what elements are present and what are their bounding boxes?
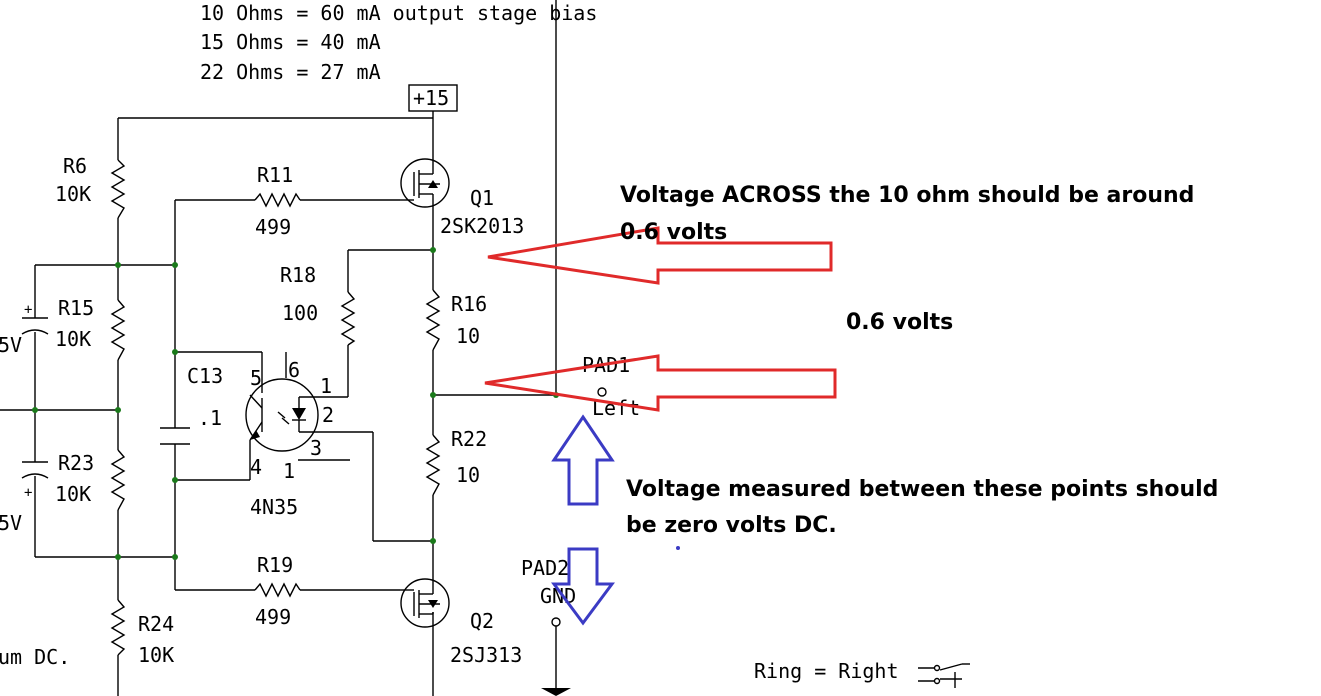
edge-voltage-top: 5V: [0, 333, 22, 357]
mosfet-q2: [400, 578, 450, 628]
c13-ref: C13: [187, 364, 223, 388]
red-arrow-upper: [487, 226, 833, 285]
r18-ref: R18: [280, 263, 316, 287]
svg-text:+: +: [24, 302, 32, 318]
r24-value: 10K: [138, 643, 174, 667]
r23-value: 10K: [55, 482, 91, 506]
u1-pin2: 2: [322, 403, 334, 427]
mosfet-q1: [400, 158, 450, 208]
ring-note: Ring = Right: [754, 659, 899, 683]
r22-value: 10: [456, 463, 480, 487]
u1-part: 4N35: [250, 495, 298, 519]
u1-pin6: 6: [288, 358, 300, 382]
r15-ref: R15: [58, 296, 94, 320]
u1-pin3: 3: [310, 436, 322, 460]
resistor-r19: [254, 582, 301, 598]
u1-pin5: 5: [250, 366, 262, 390]
capacitor-left-top: +: [21, 302, 49, 335]
ground-symbol: [541, 688, 571, 696]
r16-ref: R16: [451, 292, 487, 316]
blue-arrow-up: [551, 414, 615, 506]
r6-ref: R6: [63, 154, 87, 178]
u1-pin4: 4: [250, 455, 262, 479]
optocoupler-u1: [245, 352, 319, 452]
annotation-zero-line1: Voltage measured between these points sh…: [626, 477, 1218, 502]
capacitor-c13: [160, 427, 190, 445]
pad1-terminal: [597, 387, 607, 397]
resistor-r18: [340, 291, 356, 346]
r24-ref: R24: [138, 612, 174, 636]
edge-note-dc: um DC.: [0, 645, 70, 669]
r23-ref: R23: [58, 451, 94, 475]
blue-dot-mark: [676, 546, 680, 550]
r11-value: 499: [255, 215, 291, 239]
q2-ref: Q2: [470, 609, 494, 633]
resistor-r11: [254, 192, 301, 208]
q2-part: 2SJ313: [450, 643, 522, 667]
resistor-r6: [110, 159, 126, 219]
u1-pin1b: 1: [283, 459, 295, 483]
edge-voltage-bottom: 5V: [0, 511, 22, 535]
q1-part: 2SK2013: [440, 214, 524, 238]
r19-value: 499: [255, 605, 291, 629]
r18-value: 100: [282, 301, 318, 325]
r22-ref: R22: [451, 427, 487, 451]
annotation-mid-voltage: 0.6 volts: [846, 310, 953, 335]
wires: [0, 0, 557, 696]
note-line-1: 10 Ohms = 60 mA output stage bias: [200, 1, 597, 25]
r15-value: 10K: [55, 327, 91, 351]
resistor-r23: [110, 449, 126, 511]
r19-ref: R19: [257, 553, 293, 577]
u1-pin1: 1: [320, 374, 332, 398]
resistor-r22: [425, 434, 441, 496]
resistor-r24: [110, 599, 126, 656]
resistor-r15: [110, 299, 126, 361]
note-line-2: 15 Ohms = 40 mA: [200, 30, 381, 54]
pad2-terminal: [551, 617, 561, 627]
r6-value: 10K: [55, 182, 91, 206]
supply-flag: +15: [408, 84, 458, 118]
red-arrow-lower: [484, 354, 837, 412]
svg-text:+: +: [24, 485, 32, 501]
annotation-zero-line2: be zero volts DC.: [626, 513, 837, 538]
junctions: [32, 247, 559, 560]
note-line-3: 22 Ohms = 27 mA: [200, 60, 381, 84]
annotation-across-line2: 0.6 volts: [620, 220, 727, 245]
ring-switch-symbol: [918, 663, 970, 688]
r16-value: 10: [456, 324, 480, 348]
annotation-across-line1: Voltage ACROSS the 10 ohm should be arou…: [620, 183, 1194, 208]
q1-ref: Q1: [470, 186, 494, 210]
c13-value: .1: [198, 406, 222, 430]
supply-label: +15: [413, 86, 449, 110]
resistor-r16: [425, 289, 441, 351]
blue-arrow-down: [551, 547, 615, 626]
capacitor-left-bottom: +: [21, 461, 49, 501]
pad2-ref: PAD2: [521, 556, 569, 580]
r11-ref: R11: [257, 163, 293, 187]
